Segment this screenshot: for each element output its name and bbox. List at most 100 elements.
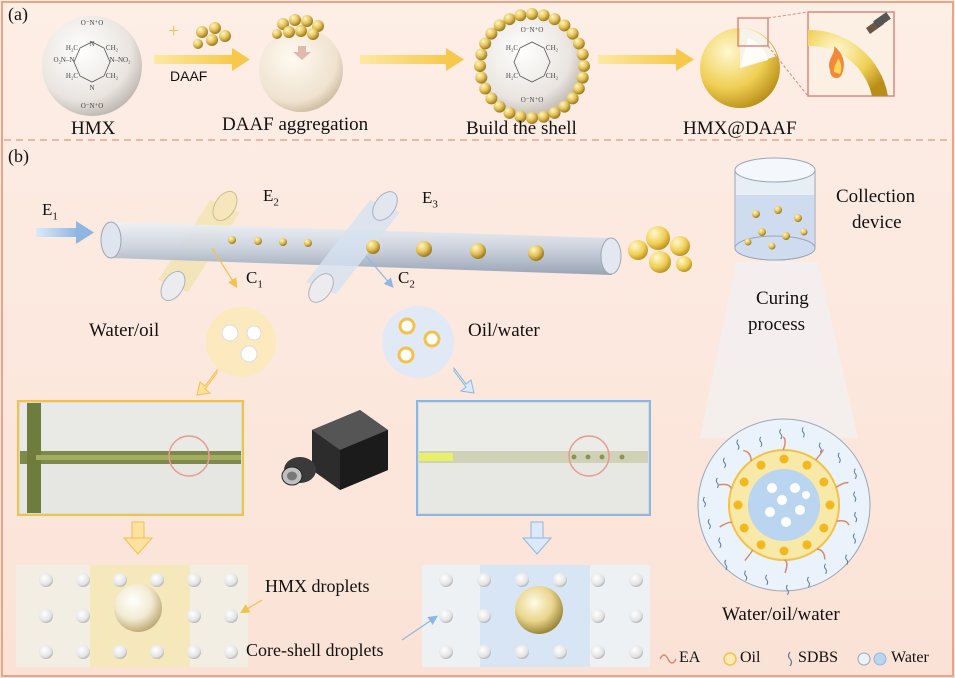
arrow-a3	[598, 55, 678, 64]
oil-dot	[825, 500, 835, 510]
plate-well	[515, 573, 529, 587]
c1-label: C1	[246, 268, 263, 291]
plate-well	[515, 645, 529, 659]
plate-well	[591, 645, 605, 659]
shell-bead	[493, 100, 506, 113]
hmx-droplets-label: HMX droplets	[265, 576, 370, 596]
sdbs-mark	[765, 574, 769, 586]
oil-dot	[819, 477, 829, 487]
legend-ea-label: EA	[679, 649, 701, 666]
ea-tail	[743, 449, 752, 461]
shell-bead	[526, 112, 538, 124]
sdbs-mark	[759, 436, 763, 448]
curing-label-2: process	[748, 314, 805, 335]
plate-well	[553, 645, 567, 659]
shell-bead	[578, 60, 590, 72]
shell-bead	[479, 37, 492, 50]
sdbs-mark	[718, 537, 722, 548]
shell-bead	[566, 27, 579, 40]
camera-icon	[281, 410, 388, 490]
plate-well	[553, 573, 567, 587]
shell-bead	[566, 92, 579, 105]
oil-dot	[739, 477, 749, 487]
sdbs-mark	[845, 554, 849, 566]
plate-well	[39, 645, 53, 659]
shell-bead	[493, 19, 506, 32]
plate-well	[224, 609, 238, 623]
shell-bead	[548, 106, 561, 119]
plate-well	[113, 645, 127, 659]
plus-sign: +	[168, 20, 180, 42]
ea-tail	[784, 559, 788, 574]
tube-droplets	[228, 236, 544, 261]
inlet-e2-label: E2	[263, 186, 279, 209]
arrow-a1	[154, 55, 234, 64]
shell-bead	[485, 27, 498, 40]
panel-b-label: (b)	[8, 146, 29, 166]
water-oil-zoom	[206, 307, 276, 377]
legend-oil-icon	[723, 652, 737, 666]
panel-a-label: (a)	[8, 4, 28, 24]
plate-well	[76, 645, 90, 659]
sdbs-mark	[854, 511, 858, 523]
daaf-arrow-label: DAAF	[170, 68, 208, 84]
arrow-c1-down	[196, 368, 218, 396]
oil-dot	[802, 460, 812, 470]
shell-zoom-inset	[807, 11, 895, 97]
ea-tail	[718, 483, 733, 490]
plate-well	[629, 645, 643, 659]
legend-water-icon-2	[873, 652, 887, 666]
oil-dot	[779, 546, 789, 556]
hmx-daaf-cutaway	[700, 11, 809, 108]
svg-text:N: N	[89, 40, 94, 48]
c1-pointer	[211, 247, 238, 289]
shell-bead	[558, 19, 571, 32]
oil-dot	[756, 460, 766, 470]
legend-sdbs-label: SDBS	[798, 649, 839, 666]
shell-bead	[475, 71, 488, 84]
core-shell-label: Core-shell droplets	[246, 640, 384, 660]
water-oil-label: Water/oil	[89, 320, 160, 341]
svg-text:O⁻N⁺O: O⁻N⁺O	[81, 19, 104, 27]
oil-water-label: Oil/water	[468, 320, 540, 341]
plate-well	[629, 609, 643, 623]
collection-label-2: device	[852, 212, 902, 233]
plate-well	[187, 573, 201, 587]
arrow-down-2	[521, 521, 553, 555]
wow-droplet	[697, 418, 871, 596]
shell-bead	[503, 13, 516, 26]
oil-dot	[802, 540, 812, 550]
svg-text:CH₂: CH₂	[546, 44, 559, 52]
arrow-a2	[360, 55, 448, 64]
svg-text:N–NO₂: N–NO₂	[109, 56, 131, 64]
c2-label: C2	[398, 268, 415, 291]
shell-bead	[576, 48, 589, 61]
ea-tail	[816, 548, 826, 560]
shell-bead	[503, 106, 516, 119]
legend-water-icon-1	[857, 652, 871, 666]
plate-well	[439, 573, 453, 587]
svg-text:CH₂: CH₂	[546, 72, 559, 80]
daaf-aggregation-sphere	[259, 14, 343, 112]
plate-well	[477, 609, 491, 623]
legend-ea-icon	[659, 654, 677, 664]
svg-text:O⁻N⁺O: O⁻N⁺O	[521, 96, 544, 104]
output-droplets	[628, 226, 692, 273]
hmx-droplet-plate	[16, 565, 248, 667]
legend-oil-label: Oil	[740, 649, 761, 666]
svg-text:H₂C: H₂C	[506, 44, 518, 52]
sdbs-mark	[722, 457, 726, 469]
stage-label-aggregation: DAAF aggregation	[222, 114, 369, 135]
svg-text:H₂C: H₂C	[66, 44, 78, 52]
svg-text:O⁻N⁺O: O⁻N⁺O	[81, 102, 104, 110]
svg-text:CH₂: CH₂	[106, 44, 119, 52]
sdbs-mark	[853, 468, 857, 479]
legend-sdbs-icon	[787, 651, 793, 667]
ea-tail	[782, 436, 786, 451]
daaf-particles	[193, 22, 231, 49]
hmx-droplets-pointer	[239, 599, 263, 614]
plate-well	[113, 573, 127, 587]
sdbs-mark	[837, 452, 841, 464]
